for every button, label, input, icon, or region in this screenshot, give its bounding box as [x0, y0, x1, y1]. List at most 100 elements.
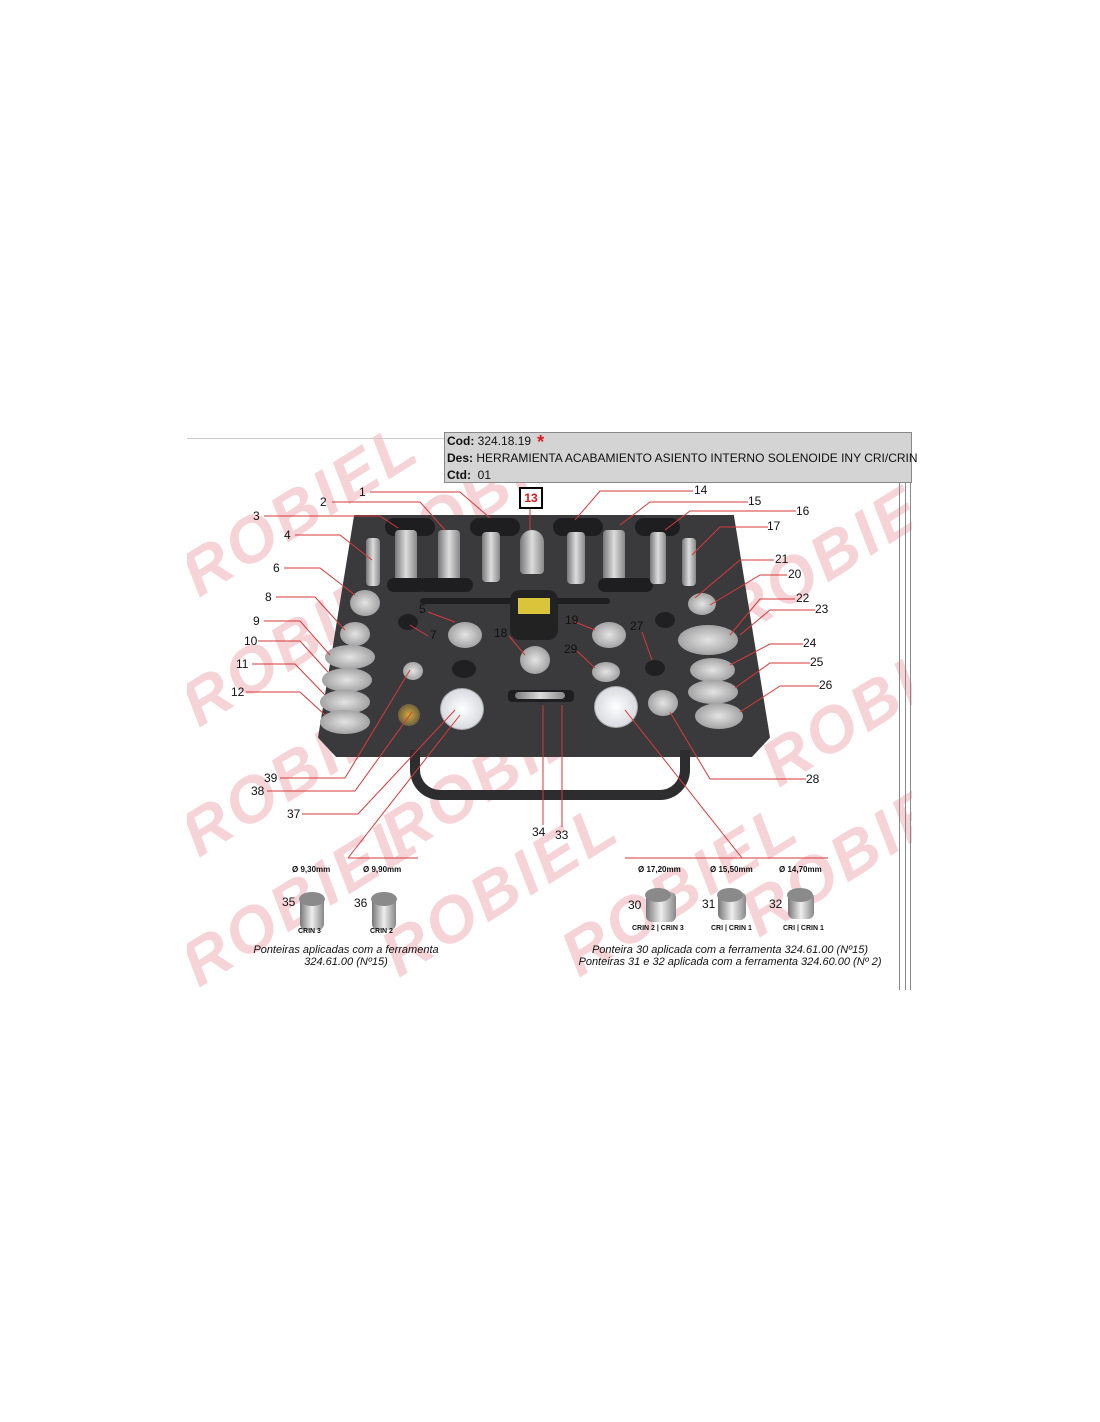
- callout-34: 34: [532, 825, 546, 839]
- tool-handle: [635, 518, 680, 536]
- tool: [515, 692, 565, 699]
- callout-21: 21: [775, 552, 789, 566]
- callout-6: 6: [273, 561, 280, 575]
- tip-30-image: [645, 888, 676, 922]
- caption-line: Ponteiras 31 e 32 aplicada com a ferrame…: [578, 956, 882, 968]
- callout-22: 22: [796, 591, 810, 605]
- tip-number: 36: [354, 896, 368, 910]
- adapter-disc: [403, 662, 423, 680]
- divider: [899, 432, 900, 990]
- callout-12: 12: [231, 685, 245, 699]
- tool: [682, 538, 696, 586]
- tool: [650, 532, 666, 584]
- tip-container: [594, 686, 638, 728]
- callout-1: 1: [359, 485, 366, 499]
- adapter-disc: [350, 590, 380, 616]
- tip-31-image: [717, 888, 746, 920]
- tool: [520, 530, 544, 574]
- callout-5: 5: [419, 602, 426, 616]
- callout-9: 9: [253, 614, 260, 628]
- callout-39: 39: [264, 771, 278, 785]
- cod-label: Cod:: [447, 434, 475, 448]
- caption-line: 324.61.00 (Nº15): [304, 956, 388, 968]
- callout-38: 38: [251, 784, 265, 798]
- adapter-disc: [678, 625, 738, 655]
- divider: [187, 438, 445, 439]
- tool: [366, 538, 380, 586]
- socket-hole: [398, 614, 418, 630]
- tool-handle: [418, 578, 473, 592]
- callout-20: 20: [788, 567, 802, 581]
- tip-label: CRI | CRIN 1: [711, 925, 752, 932]
- tip-number: 31: [702, 897, 716, 911]
- tip-label: CRIN 2 | CRIN 3: [632, 925, 684, 932]
- des-label: Des:: [447, 451, 474, 465]
- digital-gauge: [510, 590, 558, 640]
- tip-label: CRIN 2: [370, 928, 393, 935]
- des-value: HERRAMIENTA ACABAMIENTO ASIENTO INTERNO …: [476, 451, 918, 465]
- tip-diameter: Ø 9,90mm: [363, 865, 402, 874]
- tool-handle: [470, 518, 520, 536]
- callout-27: 27: [630, 619, 644, 633]
- cod-value: 324.18.19: [477, 434, 532, 448]
- tip-36-image: [371, 892, 397, 930]
- gauge-display: [518, 598, 550, 614]
- adapter-disc: [592, 622, 626, 648]
- adapter-disc: [340, 622, 370, 646]
- tip-diameter: Ø 15,50mm: [710, 865, 753, 874]
- callout-23: 23: [815, 602, 829, 616]
- case-handle: [410, 750, 690, 800]
- tool: [603, 530, 625, 588]
- tip-number: 30: [628, 898, 642, 912]
- asterisk-icon: *: [537, 431, 545, 452]
- callout-28: 28: [806, 772, 820, 786]
- tool-handle: [598, 578, 653, 592]
- tip-diameter: Ø 9,30mm: [292, 865, 331, 874]
- tool: [438, 530, 460, 588]
- callout-25: 25: [810, 655, 824, 669]
- caption-line: Ponteira 30 aplicada com a ferramenta 32…: [591, 944, 869, 956]
- callout-33: 33: [555, 828, 569, 842]
- socket-hole: [655, 612, 675, 628]
- tip-number: 32: [769, 897, 783, 911]
- callout-7: 7: [430, 628, 437, 642]
- callout-16: 16: [796, 504, 810, 518]
- callout-29: 29: [564, 642, 578, 656]
- adapter-disc: [695, 703, 743, 729]
- tip-container: [440, 688, 484, 730]
- tip-label: CRIN 3: [298, 928, 321, 935]
- callout-26: 26: [819, 678, 833, 692]
- tip-35-image: [299, 892, 325, 930]
- adapter-disc: [398, 704, 420, 726]
- divider: [905, 432, 906, 990]
- tip-label: CRI | CRIN 1: [783, 925, 824, 932]
- callout-3: 3: [253, 509, 260, 523]
- tool: [482, 532, 500, 582]
- tip-diameter: Ø 14,70mm: [779, 865, 822, 874]
- callout-14: 14: [694, 483, 708, 497]
- callout-17: 17: [767, 519, 781, 533]
- divider: [910, 432, 911, 990]
- ctd-value: 01: [477, 468, 492, 482]
- product-info-box: Cod: 324.18.19 * Des: HERRAMIENTA ACABAMI…: [444, 431, 918, 483]
- callout-19: 19: [565, 613, 579, 627]
- adapter-disc: [322, 668, 372, 692]
- caption-left: Ponteiras aplicadas com a ferramenta 324…: [236, 944, 456, 968]
- adapter-disc: [592, 662, 620, 682]
- callout-15: 15: [748, 494, 762, 508]
- adapter-disc: [688, 680, 738, 704]
- adapter-disc: [690, 658, 735, 682]
- caption-right: Ponteira 30 aplicada com a ferramenta 32…: [570, 944, 890, 968]
- callout-18: 18: [494, 626, 508, 640]
- tip-diameter: Ø 17,20mm: [638, 865, 681, 874]
- adapter-disc: [688, 593, 716, 615]
- callout-8: 8: [265, 590, 272, 604]
- tip-number: 35: [282, 895, 296, 909]
- callout-4: 4: [284, 528, 291, 542]
- tool: [395, 530, 417, 588]
- ctd-label: Ctd:: [447, 468, 471, 482]
- socket-hole: [452, 660, 476, 678]
- adapter-disc: [448, 622, 482, 648]
- callout-24: 24: [803, 636, 817, 650]
